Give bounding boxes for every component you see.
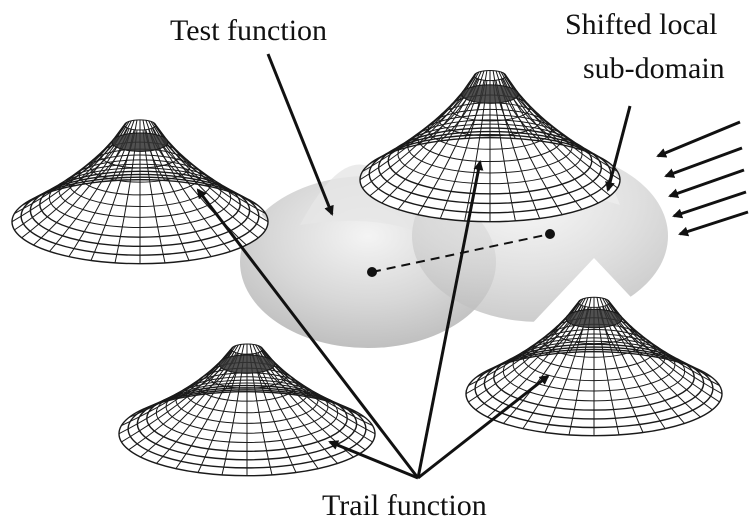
test-function-arrow <box>266 53 334 216</box>
pointer-arrows <box>196 53 632 480</box>
shifted-center-dot <box>545 229 555 239</box>
test-function-label: Test function <box>170 14 327 47</box>
trail-arrow-top-cone <box>416 160 484 479</box>
shifted-subdomain-label-line1: Shifted local <box>565 8 717 41</box>
trail-function-label: Trail function <box>322 489 487 522</box>
trail-arrow-left-cone <box>196 188 420 479</box>
trail-arrow-right-cone <box>417 374 550 480</box>
shifted-subdomain-label-line2: sub-domain <box>583 52 725 85</box>
shifted-domain-arrow <box>605 105 632 192</box>
test-center-dot <box>367 267 377 277</box>
shift-direction-arrows <box>656 120 749 237</box>
trail-arrow-bottom-cone <box>328 440 419 480</box>
mesh-cone-top <box>359 25 621 223</box>
mesh-cone-left <box>11 78 269 265</box>
mesh-cone-bottom <box>118 308 376 477</box>
